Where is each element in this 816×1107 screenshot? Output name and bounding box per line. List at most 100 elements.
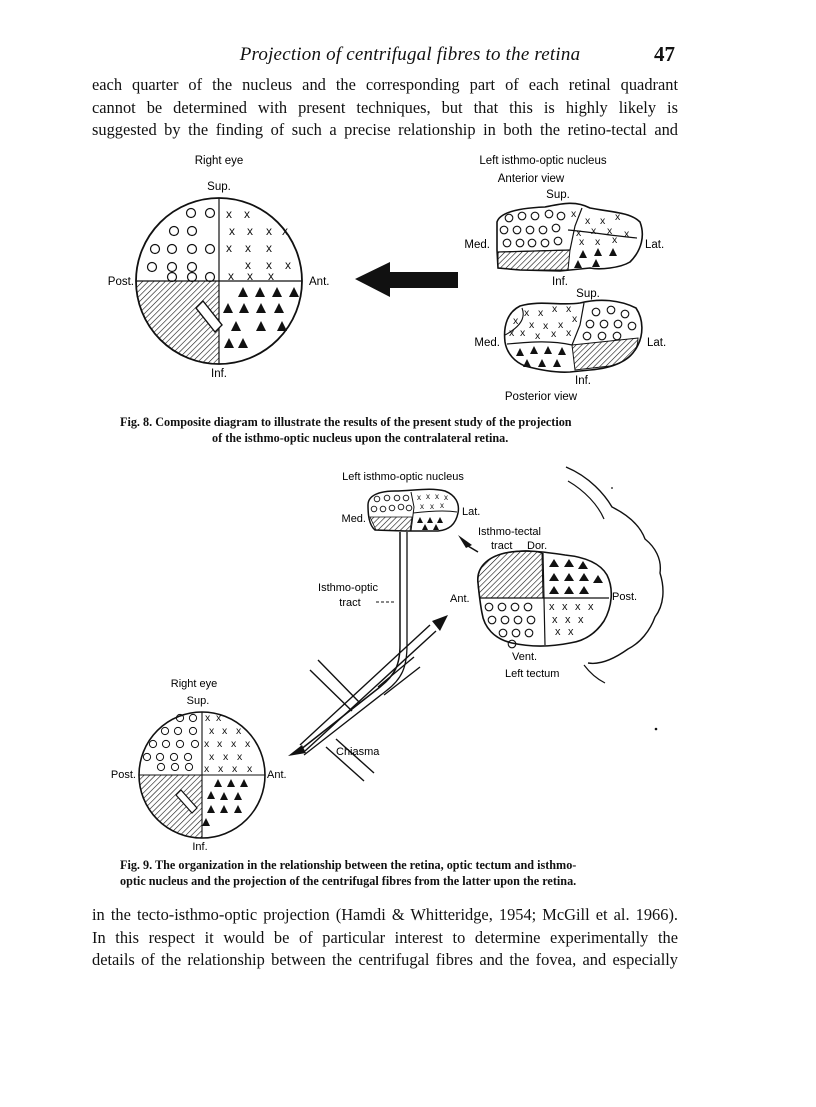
svg-text:x: x [417,493,421,502]
tectum-vent-label: Vent. [512,651,537,663]
eye-ant-label: Ant. [309,276,329,288]
svg-text:x: x [535,330,541,342]
svg-text:x: x [600,215,606,227]
svg-text:x: x [615,211,621,223]
svg-text:x: x [440,501,444,510]
nucleus-lat-label: Lat. [462,506,480,518]
svg-text:x: x [568,626,574,638]
svg-text:x: x [268,269,274,283]
svg-text:x: x [565,614,571,626]
svg-text:x: x [244,207,250,221]
svg-text:x: x [245,241,251,255]
svg-text:x: x [247,763,253,775]
text-line: In this respect it would be of particula… [92,927,678,947]
svg-text:x: x [245,258,251,272]
svg-text:x: x [566,303,572,315]
svg-text:x: x [549,601,555,613]
page-number: 47 [654,42,675,66]
isthmo-tectal-arrow [458,535,472,548]
svg-text:x: x [551,328,557,340]
svg-text:x: x [566,327,572,339]
ant-lat-label: Lat. [645,239,664,251]
svg-text:x: x [579,236,585,248]
svg-text:x: x [588,601,594,613]
post-med-label: Med. [474,337,500,349]
svg-text:x: x [585,215,591,227]
caption-line: of the isthmo-optic nucleus upon the con… [212,431,509,445]
eye-post-label: Post. [108,276,134,288]
tectum-ant-label: Ant. [450,593,470,605]
svg-text:x: x [426,492,430,501]
post-sup-label: Sup. [576,288,600,300]
svg-text:x: x [513,315,519,327]
retino-tectal-line [299,624,431,746]
eye-inf-label: Inf. [211,368,227,380]
text-line: details of the relationship between the … [92,950,678,969]
text-line: in the tecto-isthmo-optic projection (Ha… [92,905,678,924]
svg-text:x: x [223,751,229,763]
nucleus-med-label: Med. [342,513,366,525]
svg-text:x: x [217,738,223,750]
nucleus-title: Left isthmo-optic nucleus [342,471,464,483]
nucleus-title: Left isthmo-optic nucleus [479,155,606,167]
text-line: each quarter of the nucleus and the corr… [92,75,678,94]
svg-text:x: x [226,241,232,255]
svg-text:x: x [430,502,434,511]
svg-text:x: x [205,712,211,724]
svg-text:x: x [237,751,243,763]
svg-text:x: x [591,225,597,237]
isthmo-optic-tract-label: tract [339,597,360,609]
svg-text:x: x [571,208,577,220]
brain-outline [565,466,664,665]
svg-text:x: x [529,319,535,331]
chiasma-lines [309,656,421,782]
svg-text:x: x [247,224,253,238]
ant-med-label: Med. [464,239,490,251]
ant-sup-label: Sup. [546,189,570,201]
svg-text:x: x [612,234,618,246]
svg-text:x: x [576,227,582,239]
svg-text:x: x [607,225,613,237]
eye-title: Right eye [171,678,217,690]
svg-text:x: x [552,303,558,315]
svg-text:x: x [552,614,558,626]
svg-text:x: x [204,763,210,775]
eye-title: Right eye [195,155,244,167]
svg-text:x: x [524,307,530,319]
svg-text:x: x [558,319,564,331]
text-line: cannot be determined with present techni… [92,97,678,117]
post-lat-label: Lat. [647,337,666,349]
svg-text:x: x [216,712,222,724]
figure-9-caption: Fig. 9. The organization in the relation… [120,857,576,889]
svg-text:x: x [209,751,215,763]
eye-sup-label: Sup. [207,181,231,193]
eye-sup-label: Sup. [187,695,210,707]
svg-text:x: x [245,738,251,750]
arrow-to-tectum [432,615,448,631]
tectum-dor-label: Dor. [527,540,547,552]
svg-text:x: x [555,626,561,638]
svg-text:x: x [538,307,544,319]
isthmo-optic-label: Isthmo-optic [318,582,378,594]
svg-text:x: x [624,228,630,240]
svg-text:x: x [282,224,288,238]
svg-text:x: x [543,320,549,332]
tectum-title: Left tectum [505,668,559,680]
caption-line: Fig. 8. Composite diagram to illustrate … [120,415,572,429]
svg-text:x: x [435,492,439,501]
caption-line: optic nucleus and the projection of the … [120,874,577,888]
eye-post-label: Post. [111,769,136,781]
svg-text:x: x [562,601,568,613]
svg-text:x: x [236,725,242,737]
chiasma-label: Chiasma [336,746,380,758]
eye-inf-label: Inf. [192,841,207,853]
eye-ant-label: Ant. [267,769,287,781]
svg-text:x: x [572,313,578,325]
